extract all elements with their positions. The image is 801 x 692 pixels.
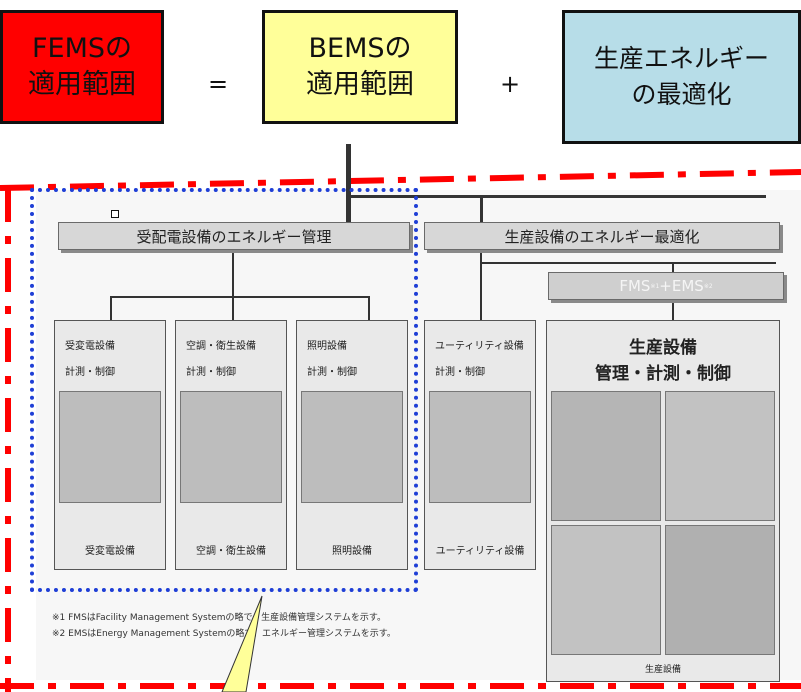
small-marker	[111, 210, 119, 218]
production-title: 生産設備	[629, 338, 697, 358]
ems-sup: ※2	[703, 282, 713, 290]
equals-sign: =	[208, 70, 229, 98]
right-drop-line	[480, 196, 483, 224]
card-footer: 空調・衛生設備	[196, 546, 266, 557]
header-production-optimization: 生産設備のエネルギー最適化	[424, 222, 780, 250]
card-title: 照明設備	[307, 341, 347, 352]
illustration	[180, 391, 282, 503]
card-subtitle: 計測・制御	[307, 367, 357, 378]
fms-label: FMS	[619, 277, 651, 295]
top-bus-line	[346, 195, 766, 198]
production-illustration-3	[551, 525, 661, 655]
production-illustration-4	[665, 525, 775, 655]
production-drop	[672, 300, 674, 320]
bems-scope-line1: BEMSの	[308, 33, 412, 64]
illustration	[59, 391, 161, 503]
card-subtitle: 計測・制御	[186, 367, 236, 378]
production-illustration-2	[665, 391, 775, 521]
footnote-1: ※1 FMSはFacility Management Systemの略で、生産設…	[52, 613, 386, 623]
card-lighting: 照明設備 計測・制御 照明設備	[296, 320, 408, 570]
illustration	[301, 391, 403, 503]
bems-boundary	[30, 188, 418, 592]
plus-sign: +	[500, 70, 521, 98]
card-title: 受変電設備	[65, 341, 115, 352]
card-subtitle: 計測・制御	[435, 367, 485, 378]
production-subtitle: 管理・計測・制御	[595, 364, 731, 384]
branch-1	[110, 296, 112, 320]
branch-2	[232, 296, 234, 320]
left-branch-bus	[110, 296, 370, 298]
header-fms-ems: FMS※1+EMS※2	[548, 272, 784, 300]
production-energy-line2: の最適化	[631, 80, 732, 109]
production-energy-box: 生産エネルギー の最適化	[562, 10, 801, 144]
production-illustration-1	[551, 391, 661, 521]
production-footer: 生産設備	[644, 665, 681, 675]
card-power-receiving: 受変電設備 計測・制御 受変電設備	[54, 320, 166, 570]
header-power-management: 受配電設備のエネルギー管理	[58, 222, 410, 250]
card-production: 生産設備 管理・計測・制御 生産設備	[546, 320, 780, 682]
branch-3	[368, 296, 370, 320]
trunk-line	[346, 144, 351, 224]
ems-label: EMS	[671, 277, 704, 295]
card-footer: 照明設備	[332, 546, 372, 557]
fems-scope-box: FEMSの 適用範囲	[0, 10, 164, 124]
card-footer: 受変電設備	[85, 546, 135, 557]
left-branch-trunk	[232, 250, 234, 298]
card-utility: ユーティリティ設備 計測・制御 ユーティリティ設備	[424, 320, 536, 570]
fems-scope-line1: FEMSの	[31, 33, 133, 64]
fms-sup: ※1	[650, 282, 660, 290]
right-branch-bus	[480, 262, 776, 264]
fms-plus: +	[659, 277, 672, 295]
card-footer: ユーティリティ設備	[435, 546, 525, 557]
left-drop-line	[346, 196, 349, 224]
illustration	[429, 391, 531, 503]
right-branch-trunk	[480, 250, 482, 320]
bems-scope-line2: 適用範囲	[306, 69, 414, 100]
bems-scope-box: BEMSの 適用範囲	[262, 10, 458, 124]
card-title: ユーティリティ設備	[435, 341, 524, 352]
footnote-2: ※2 EMSはEnergy Management Systemの略で、エネルギー…	[52, 629, 396, 639]
fems-drop	[672, 262, 674, 274]
card-hvac: 空調・衛生設備 計測・制御 空調・衛生設備	[175, 320, 287, 570]
production-energy-line1: 生産エネルギー	[593, 44, 769, 73]
card-subtitle: 計測・制御	[65, 367, 115, 378]
fems-scope-line2: 適用範囲	[28, 69, 136, 100]
card-title: 空調・衛生設備	[186, 341, 256, 352]
